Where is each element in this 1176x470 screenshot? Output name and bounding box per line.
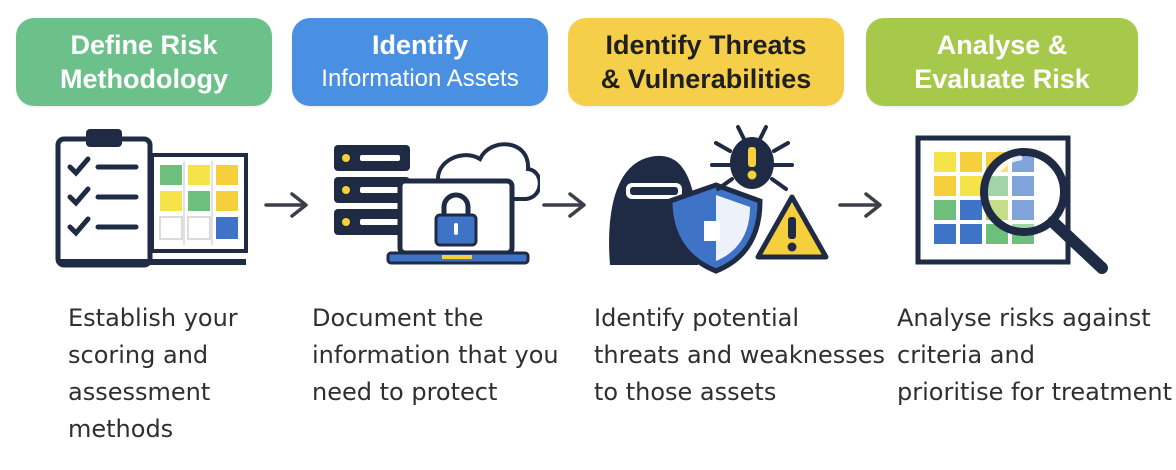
step-4-title-line-1: Analyse & [936,30,1068,60]
step-1-desc-line: Establish your [68,304,238,332]
step-3-desc-line: to those assets [594,378,777,406]
step-1-desc-line: scoring and [68,341,209,369]
step-4-desc-line: criteria and [897,341,1035,369]
step-2-desc-line: Document the [312,304,484,332]
step-1-desc-line: methods [68,415,174,443]
step-3-desc-line: threats and weaknesses [594,341,886,369]
step-2-desc-line: information that you [312,341,559,369]
step-1-title-line-1: Define Risk [70,30,218,60]
step-2-description: Document the information that you need t… [312,300,559,411]
hacker-bug-shield-warning-icon [609,125,829,274]
step-3-desc-line: Identify potential [594,304,799,332]
step-2-title-line-1: Identify [371,30,468,60]
step-3-title-line-1: Identify Threats [605,30,807,60]
right-arrow-icon [838,192,882,218]
step-1-description: Establish your scoring and assessment me… [68,300,238,448]
step-1-desc-line: assessment [68,378,211,406]
step-3-title-line-2: & Vulnerabilities [600,64,812,94]
step-4-desc-line: Analyse risks against [897,304,1151,332]
checklist-scoring-grid-icon [55,129,248,268]
step-3-header: Identify Threats & Vulnerabilities [568,18,844,106]
step-1-title-line-2: Methodology [60,64,228,94]
step-4-header: Analyse & Evaluate Risk [866,18,1138,106]
right-arrow-icon [264,192,308,218]
heatmap-magnifier-icon [915,135,1108,274]
step-1-header: Define Risk Methodology [16,18,272,106]
step-3-description: Identify potential threats and weaknesse… [594,300,885,411]
step-4-description: Analyse risks against criteria and prior… [897,300,1172,411]
step-2-title-line-2: Information Assets [321,65,519,92]
right-arrow-icon [542,192,586,218]
step-4-desc-line: prioritise for treatment [897,378,1172,406]
step-4-title-line-2: Evaluate Risk [914,64,1090,94]
server-cloud-laptop-lock-icon [334,142,540,265]
step-2-desc-line: need to protect [312,378,498,406]
step-2-header: Identify Information Assets [292,18,548,106]
